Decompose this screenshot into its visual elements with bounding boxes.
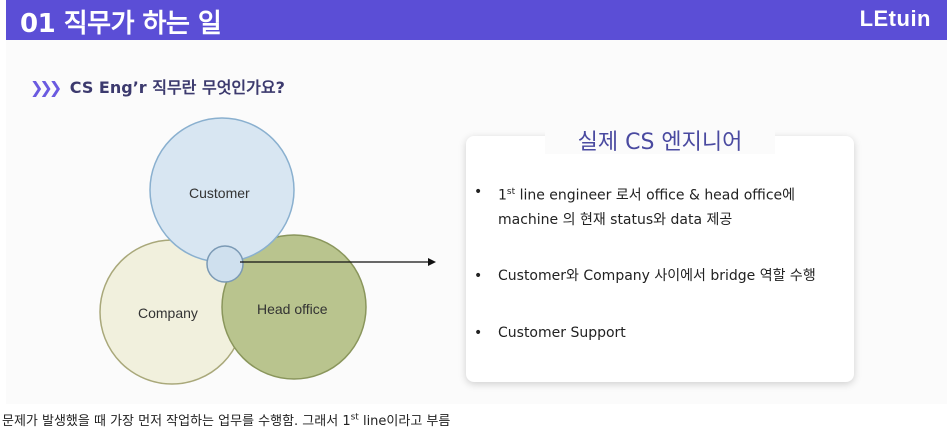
- subheading-text: CS Eng’r 직무란 무엇인가요?: [69, 78, 285, 97]
- bullet-2-text: Customer와 Company 사이에서 bridge 역할 수행: [498, 268, 816, 284]
- bullet-dot-icon: •: [474, 325, 483, 341]
- section-subheading: ❯❯❯ CS Eng’r 직무란 무엇인가요?: [30, 74, 285, 98]
- info-card: [466, 136, 854, 382]
- card-title-backdrop: [545, 122, 775, 154]
- venn-label-head-office: Head office: [257, 301, 328, 317]
- venn-center-circle: [206, 245, 244, 283]
- bullet-3-text: Customer Support: [498, 325, 626, 341]
- bullet-1-line-1: 1st line engineer 로서 office & head offic…: [498, 187, 796, 204]
- bullet-1-line-2: machine 의 현재 status와 data 제공: [498, 212, 733, 228]
- triple-chevron-icon: ❯❯❯: [30, 78, 62, 97]
- subtitle-caption: 문제가 발생했을 때 가장 먼저 작업하는 업무를 수행함. 그래서 1st l…: [2, 412, 451, 429]
- header-bar: 01 직무가 하는 일 LEtuin: [6, 0, 947, 40]
- card-title: 실제 CS 엔지니어: [577, 130, 743, 155]
- page-title: 01 직무가 하는 일: [20, 9, 222, 39]
- bullet-dot-icon: •: [474, 184, 483, 200]
- venn-label-company: Company: [138, 305, 198, 321]
- bullet-dot-icon: •: [474, 268, 483, 284]
- venn-circle-head-office: [221, 234, 367, 380]
- connector-arrow-head: [428, 258, 436, 266]
- brand-logo: LEtuin: [859, 6, 931, 31]
- venn-label-customer: Customer: [189, 185, 250, 201]
